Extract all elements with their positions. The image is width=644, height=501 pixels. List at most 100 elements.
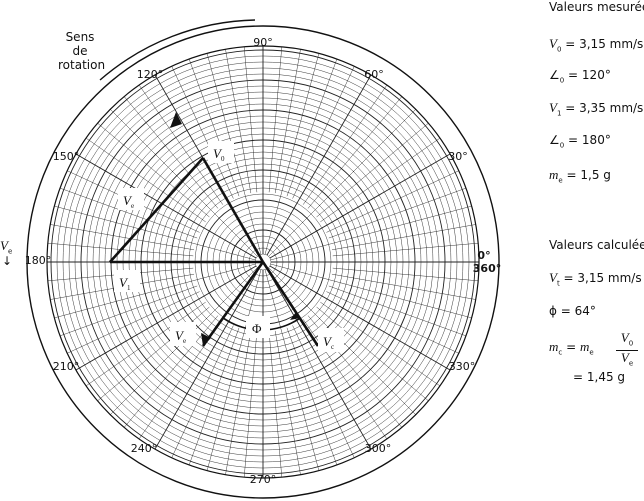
grid-radial	[75, 153, 257, 259]
angle-label-360: 360°	[473, 262, 501, 275]
grid-radial	[54, 263, 256, 319]
measured-angle1: ∠0 = 180°	[549, 133, 611, 150]
grid-radial	[225, 49, 252, 194]
label-box-ve-lower	[170, 322, 196, 346]
angle-label-210: 210°	[53, 360, 80, 373]
vector-v0	[201, 157, 265, 263]
rotation-label: Sens de rotation	[58, 30, 106, 72]
grid-radial	[274, 330, 301, 475]
grid-radial	[328, 187, 467, 239]
grid-radial	[286, 58, 338, 197]
calculated-vt: Vt = 3,15 mm/s	[549, 270, 642, 288]
grid-radial	[326, 291, 459, 354]
grid-radial	[302, 319, 388, 440]
label-ve-upper: Ve	[123, 193, 134, 210]
grid-radial	[331, 273, 476, 300]
grid-radial	[97, 122, 210, 218]
grid-radial	[316, 306, 429, 402]
angle-label-240: 240°	[131, 442, 158, 455]
grid-radial	[171, 325, 234, 458]
grid-radial	[270, 263, 472, 319]
calculated-title: Valeurs calculées	[549, 238, 644, 252]
measured-title: Valeurs mesurées	[549, 0, 644, 14]
grid-radial	[320, 301, 441, 387]
grid-radial	[331, 224, 476, 251]
rotation-label-line3: rotation	[58, 58, 106, 72]
angle-label-30: 30°	[448, 150, 468, 163]
label-box-v0	[208, 141, 234, 163]
grid-radial	[206, 269, 262, 471]
measured-v0: V0 = 3,15 mm/s	[549, 36, 644, 54]
grid-radial	[269, 265, 451, 371]
label-box-vc	[318, 328, 344, 352]
grid-radial	[59, 285, 198, 337]
grid-radial	[206, 53, 262, 255]
calculated-mc-result: = 1,45 g	[573, 370, 626, 384]
grid-radial	[270, 205, 472, 261]
grid-radial	[268, 109, 416, 257]
calculated-phi: ϕ = 64°	[549, 304, 596, 318]
grid-radial	[286, 327, 338, 466]
grid-radial	[316, 122, 429, 218]
grid-radial	[54, 205, 256, 261]
grid-boundary	[46, 45, 480, 479]
grid-radial	[268, 46, 283, 193]
grid-radial	[266, 74, 372, 256]
angle-label-60: 60°	[364, 68, 384, 81]
label-v1: V1	[119, 275, 131, 292]
grid-radial	[264, 269, 320, 471]
grid-radial	[138, 84, 224, 205]
calculated-fraction: V0 Ve	[616, 331, 638, 371]
grid-radial	[171, 66, 234, 199]
grid-radial	[266, 268, 372, 450]
label-phi: Φ	[252, 321, 262, 336]
vector-ve-lower	[201, 261, 265, 347]
rotation-label-line2: de	[72, 44, 88, 58]
angle-labels: 90° 60° 120° 30° 150° 0° 360° 180° 210° …	[25, 36, 501, 486]
measured-v1: V1 = 3,35 mm/s	[549, 100, 644, 118]
rotation-label-line1: Sens	[65, 30, 95, 44]
grid-radial	[59, 187, 198, 239]
grid-radial	[123, 96, 219, 209]
grid-radial	[154, 268, 260, 450]
grid-radial	[274, 49, 301, 194]
label-box-v1	[114, 270, 140, 292]
grid-radial	[243, 46, 258, 193]
angle-label-0: 0°	[477, 249, 490, 262]
ve-lower-arrowhead	[201, 333, 211, 346]
vector-labels: V0 Ve V1 Ve Φ Vc	[119, 146, 334, 351]
grid-radial	[67, 291, 200, 354]
ve-side-symbol: V	[0, 238, 8, 253]
grid-radial	[292, 325, 355, 458]
grid-radial	[269, 153, 451, 259]
angle-label-300: 300°	[365, 442, 392, 455]
grid-radial	[302, 84, 388, 205]
grid-radial	[332, 242, 479, 257]
label-ve-lower: Ve	[175, 328, 186, 345]
down-arrow-icon: ↓	[2, 254, 13, 269]
vector-vc	[261, 261, 320, 347]
rotation-arrowhead	[170, 112, 182, 128]
grid-radial	[75, 265, 257, 371]
grid-radial	[332, 267, 479, 282]
angle-label-90: 90°	[253, 36, 273, 49]
label-box-ve-upper	[118, 188, 144, 210]
grid-radial	[188, 58, 240, 197]
polar-chart: 90° 60° 120° 30° 150° 0° 360° 180° 210° …	[25, 19, 501, 499]
grid-radial	[292, 66, 355, 199]
grid-radial	[188, 327, 240, 466]
angle-label-120: 120°	[137, 68, 164, 81]
label-vc: Vc	[323, 334, 334, 351]
vector-label-boxes	[114, 141, 344, 352]
grid-radial	[243, 331, 258, 478]
label-box-phi	[246, 316, 270, 338]
grid-radial	[268, 331, 283, 478]
outer-ring	[26, 25, 500, 499]
calculated-mc: mc = me	[549, 339, 594, 357]
grid-radial	[307, 96, 403, 209]
grid-radial	[50, 224, 195, 251]
grid-radial	[85, 137, 206, 223]
grid-radial	[110, 109, 258, 257]
angle-label-270: 270°	[250, 473, 277, 486]
grid-radial	[225, 330, 252, 475]
